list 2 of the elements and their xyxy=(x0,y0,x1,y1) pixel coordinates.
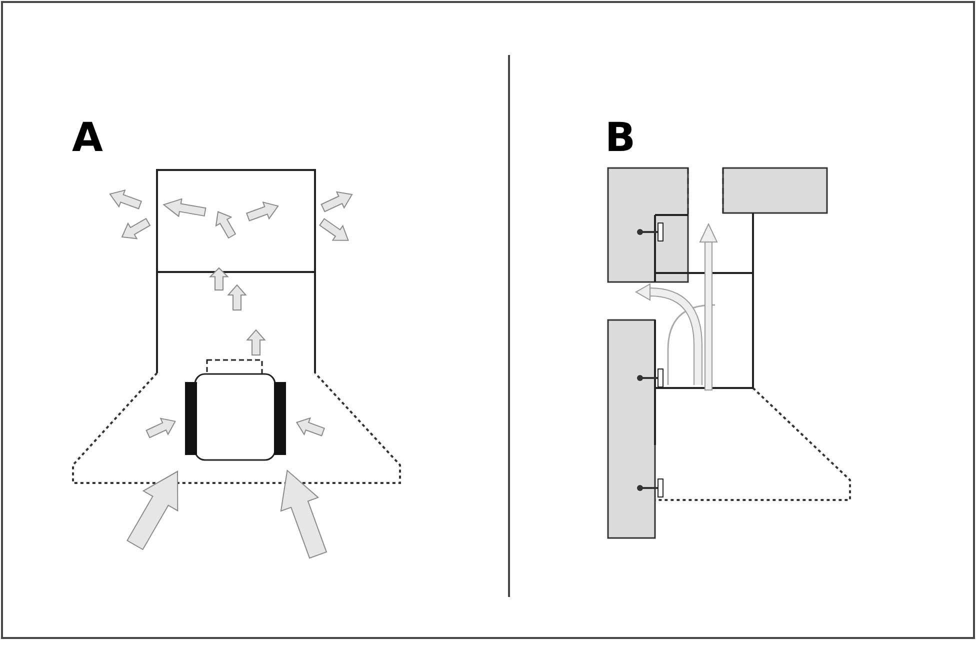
panel-label: A xyxy=(72,118,103,158)
panel-label: B xyxy=(605,118,636,158)
